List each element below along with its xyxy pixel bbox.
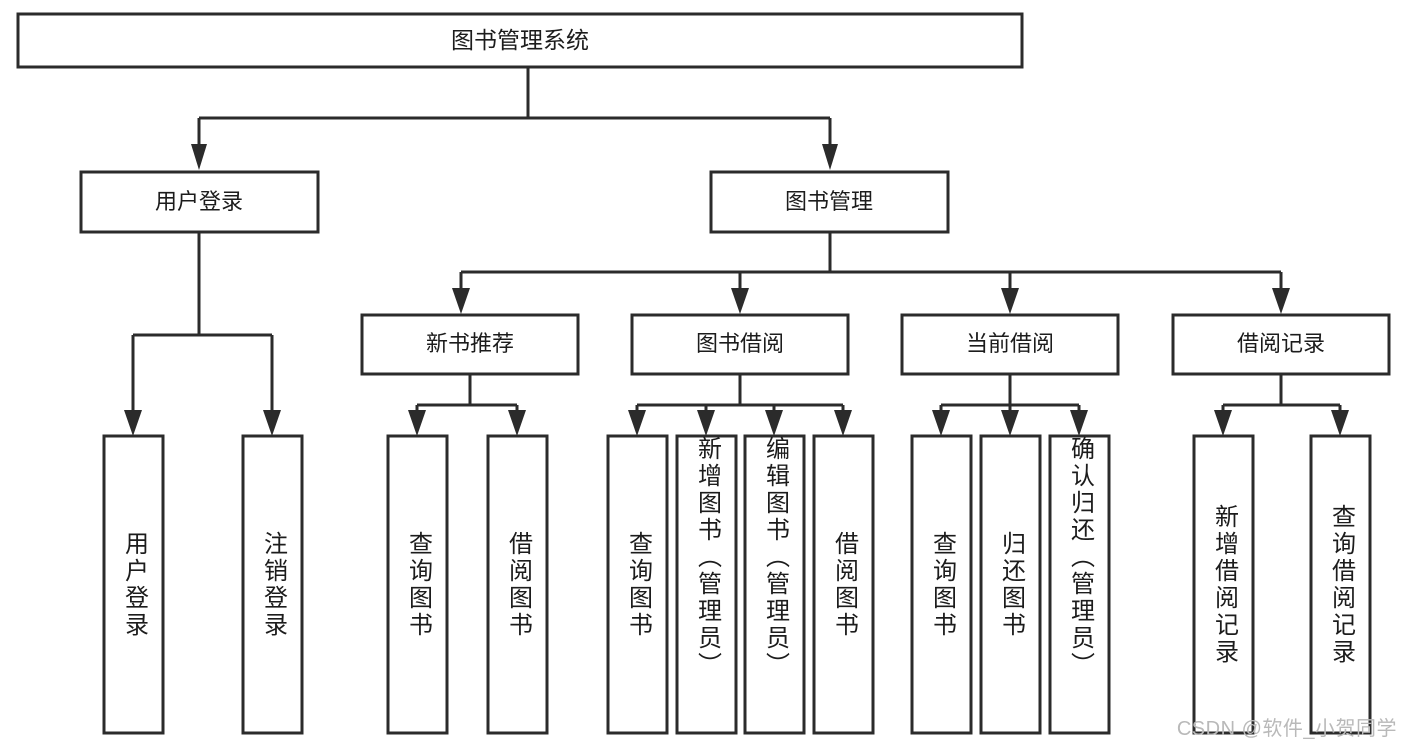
- leaf-box-book-borrow-4[interactable]: [812, 434, 875, 735]
- node-book-borrow-label: 图书借阅: [696, 331, 784, 356]
- node-borrow-record[interactable]: 借阅记录: [1171, 313, 1391, 376]
- leaf-box-borrow-record-2[interactable]: [1309, 434, 1372, 735]
- node-current-borrow-box[interactable]: [900, 313, 1120, 376]
- leaf-box-current-borrow-1[interactable]: [910, 434, 973, 735]
- arrow-to-new-book-rec: [452, 288, 470, 314]
- leaf-box-user-login-2[interactable]: [241, 434, 304, 735]
- arrow-to-user-login: [191, 144, 207, 170]
- leaf-box-book-borrow-2[interactable]: [675, 434, 738, 735]
- arrow-leaf-user-login-2: [263, 410, 281, 436]
- node-user-login[interactable]: 用户登录: [79, 170, 320, 234]
- node-borrow-record-label: 借阅记录: [1237, 331, 1325, 356]
- node-user-login-box[interactable]: [79, 170, 320, 234]
- node-root-box[interactable]: [16, 12, 1024, 69]
- leaf-box-current-borrow-2[interactable]: [979, 434, 1042, 735]
- arrow-leaf-book-borrow-1: [628, 410, 646, 436]
- node-user-login-label: 用户登录: [155, 189, 243, 214]
- arrow-leaf-book-borrow-2: [697, 410, 715, 436]
- leaf-box-current-borrow-3[interactable]: [1048, 434, 1111, 735]
- leaf-box-layer: [102, 434, 1372, 735]
- node-root-label: 图书管理系统: [451, 27, 589, 53]
- arrow-to-book-mgmt: [822, 144, 838, 170]
- arrow-leaf-new-book-2: [508, 410, 526, 436]
- connector-layer: [124, 67, 1349, 436]
- arrow-leaf-user-login-1: [124, 410, 142, 436]
- node-book-mgmt-label: 图书管理: [785, 189, 873, 214]
- leaf-box-new-book-2[interactable]: [486, 434, 549, 735]
- leaf-box-borrow-record-1[interactable]: [1192, 434, 1255, 735]
- node-book-borrow[interactable]: 图书借阅: [630, 313, 850, 376]
- arrow-leaf-borrow-record-2: [1331, 410, 1349, 436]
- watermark-text: CSDN @软件_小贺同学: [1176, 718, 1397, 740]
- node-new-book-rec-label: 新书推荐: [426, 331, 514, 356]
- arrow-leaf-book-borrow-4: [834, 410, 852, 436]
- arrow-leaf-book-borrow-3: [765, 410, 783, 436]
- leaf-box-new-book-1[interactable]: [386, 434, 449, 735]
- node-current-borrow-label: 当前借阅: [966, 331, 1054, 356]
- node-borrow-record-box[interactable]: [1171, 313, 1391, 376]
- leaf-box-user-login-1[interactable]: [102, 434, 165, 735]
- arrow-to-borrow-record: [1272, 288, 1290, 314]
- node-book-mgmt[interactable]: 图书管理: [709, 170, 950, 234]
- arrow-leaf-borrow-record-1: [1214, 410, 1232, 436]
- node-new-book-rec-box[interactable]: [360, 313, 580, 376]
- node-current-borrow[interactable]: 当前借阅: [900, 313, 1120, 376]
- arrow-to-current-borrow: [1001, 288, 1019, 314]
- leaf-box-book-borrow-3[interactable]: [743, 434, 806, 735]
- node-new-book-rec[interactable]: 新书推荐: [360, 313, 580, 376]
- leaf-box-book-borrow-1[interactable]: [606, 434, 669, 735]
- node-book-mgmt-box[interactable]: [709, 170, 950, 234]
- arrow-leaf-new-book-1: [408, 410, 426, 436]
- arrow-to-book-borrow: [731, 288, 749, 314]
- arrow-leaf-current-borrow-2: [1001, 410, 1019, 436]
- node-book-borrow-box[interactable]: [630, 313, 850, 376]
- arrow-leaf-current-borrow-3: [1070, 410, 1088, 436]
- node-root[interactable]: 图书管理系统: [16, 12, 1024, 69]
- arrow-leaf-current-borrow-1: [932, 410, 950, 436]
